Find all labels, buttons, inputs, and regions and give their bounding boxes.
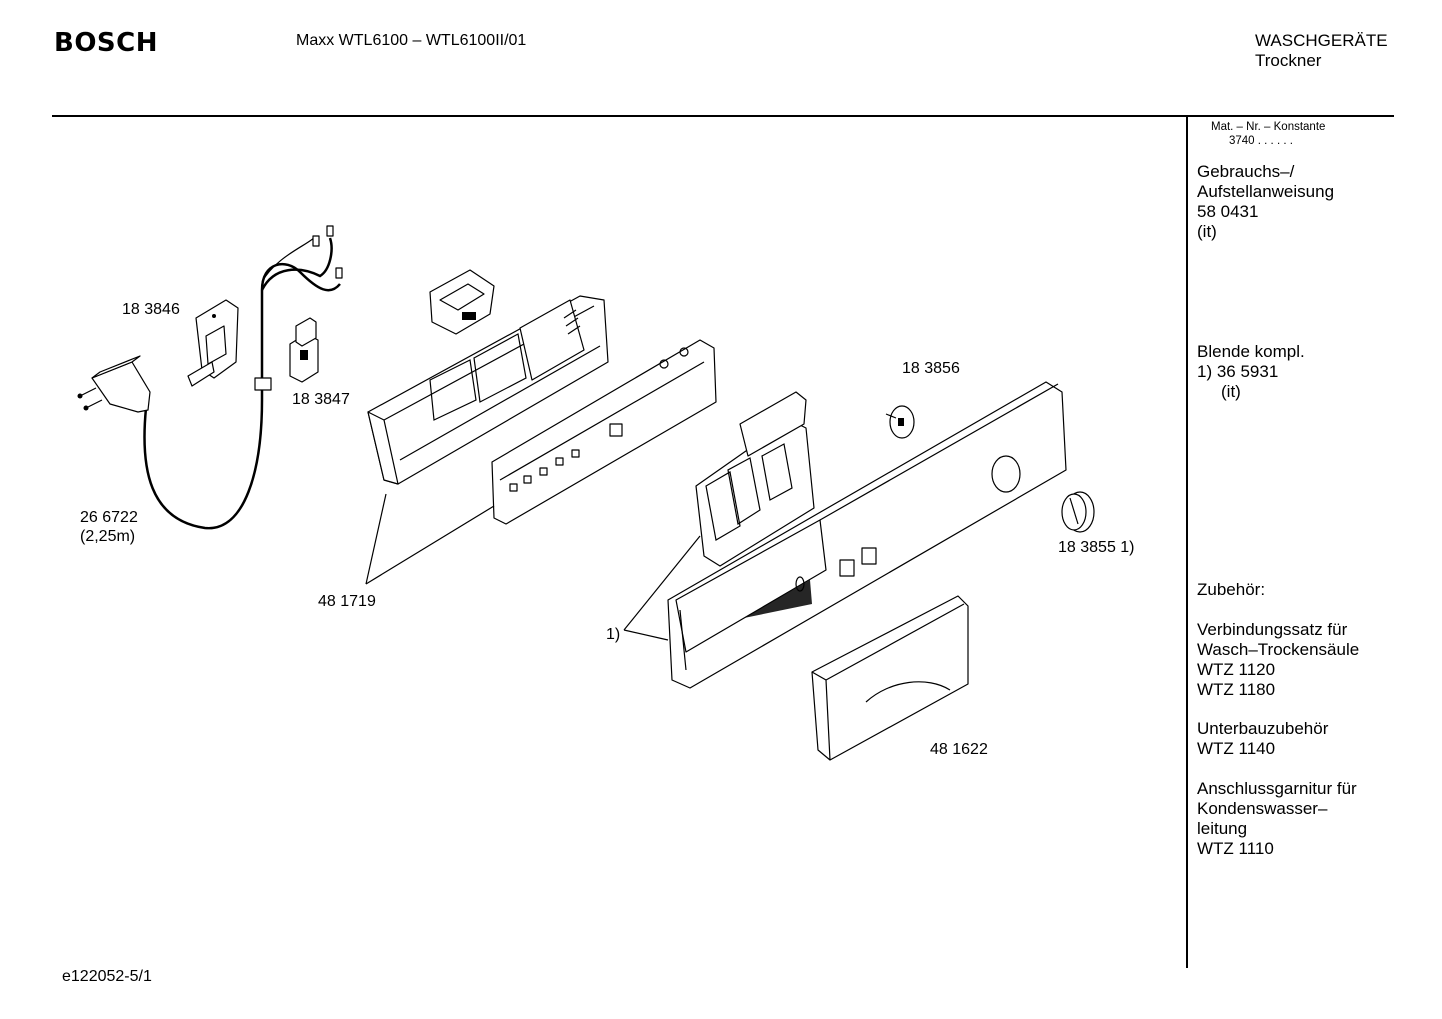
part-dispenser-insert — [695, 391, 815, 567]
exploded-parts-drawing — [77, 225, 1095, 761]
brand-logo: BOSCH — [54, 28, 158, 58]
zubehoer-line: Anschlussgarnitur für — [1197, 779, 1357, 798]
mat-number-block: Mat. – Nr. – Konstante 3740 . . . . . . — [1211, 120, 1325, 148]
manual-line: Gebrauchs–/ — [1197, 162, 1295, 181]
zubehoer-line: WTZ 1120 — [1197, 660, 1276, 679]
header-divider — [52, 115, 1394, 117]
part-481719-frame — [367, 295, 609, 485]
manual-line: Aufstellanweisung — [1197, 182, 1335, 201]
zubehoer-line: Unterbauzubehör — [1197, 719, 1329, 738]
power-cord-plug — [77, 355, 264, 530]
blende-block: Blende kompl. 1) 36 5931 (it) — [1197, 342, 1305, 402]
label-183847: 18 3847 — [292, 391, 350, 408]
part-183856-disk — [885, 405, 915, 439]
part-183847 — [289, 317, 319, 383]
label-481719: 48 1719 — [318, 593, 376, 610]
part-183855-knob — [1061, 491, 1095, 533]
label-266722-number: 26 6722 — [80, 509, 138, 526]
category-line-1: WASCHGERÄTE — [1255, 31, 1388, 50]
sidebar-divider — [1186, 116, 1188, 968]
manual-line: 58 0431 — [1197, 202, 1259, 221]
zubehoer-line: WTZ 1140 — [1197, 739, 1276, 758]
zubehoer-line: Kondenswasser– — [1197, 799, 1328, 818]
leader-lines — [365, 493, 701, 641]
part-183846 — [187, 299, 239, 387]
label-183855: 18 3855 1) — [1058, 539, 1135, 556]
zubehoer-group-1: Verbindungssatz für Wasch–Trockensäule W… — [1197, 620, 1359, 700]
zubehoer-line: WTZ 1110 — [1197, 839, 1274, 858]
label-183846: 18 3846 — [122, 301, 180, 318]
manual-line: (it) — [1197, 222, 1217, 241]
part-481719-board — [491, 339, 717, 525]
category-block: WASCHGERÄTE Trockner — [1255, 31, 1388, 71]
blende-line: 1) 36 5931 — [1197, 362, 1279, 381]
zubehoer-line: Verbindungssatz für — [1197, 620, 1348, 639]
zubehoer-line: leitung — [1197, 819, 1248, 838]
category-line-2: Trockner — [1255, 51, 1322, 70]
zubehoer-line: Wasch–Trockensäule — [1197, 640, 1360, 659]
model-title: Maxx WTL6100 – WTL6100II/01 — [296, 32, 527, 49]
part-switch-block — [429, 269, 495, 335]
zubehoer-line: WTZ 1180 — [1197, 680, 1276, 699]
label-481622: 48 1622 — [930, 741, 988, 758]
part-control-panel — [667, 381, 1067, 689]
label-blende-ref: 1) — [606, 626, 621, 643]
zubehoer-group-3: Anschlussgarnitur für Kondenswasser– lei… — [1197, 779, 1357, 859]
zubehoer-group-2: Unterbauzubehör WTZ 1140 — [1197, 719, 1328, 759]
label-183856: 18 3856 — [902, 360, 960, 377]
zubehoer-title: Zubehör: — [1197, 580, 1266, 599]
mat-number-header: Mat. – Nr. – Konstante — [1211, 121, 1326, 133]
label-266722-length: (2,25m) — [80, 528, 136, 545]
blende-line: (it) — [1221, 382, 1241, 401]
document-id: e122052-5/1 — [62, 968, 152, 985]
cable-harness — [254, 225, 343, 400]
mat-number-value: 3740 . . . . . . — [1229, 135, 1293, 147]
blende-line: Blende kompl. — [1197, 342, 1305, 361]
part-481622-door — [811, 595, 969, 761]
manual-block: Gebrauchs–/ Aufstellanweisung 58 0431 (i… — [1197, 162, 1334, 242]
label-266722: 26 6722 (2,25m) — [80, 508, 138, 546]
